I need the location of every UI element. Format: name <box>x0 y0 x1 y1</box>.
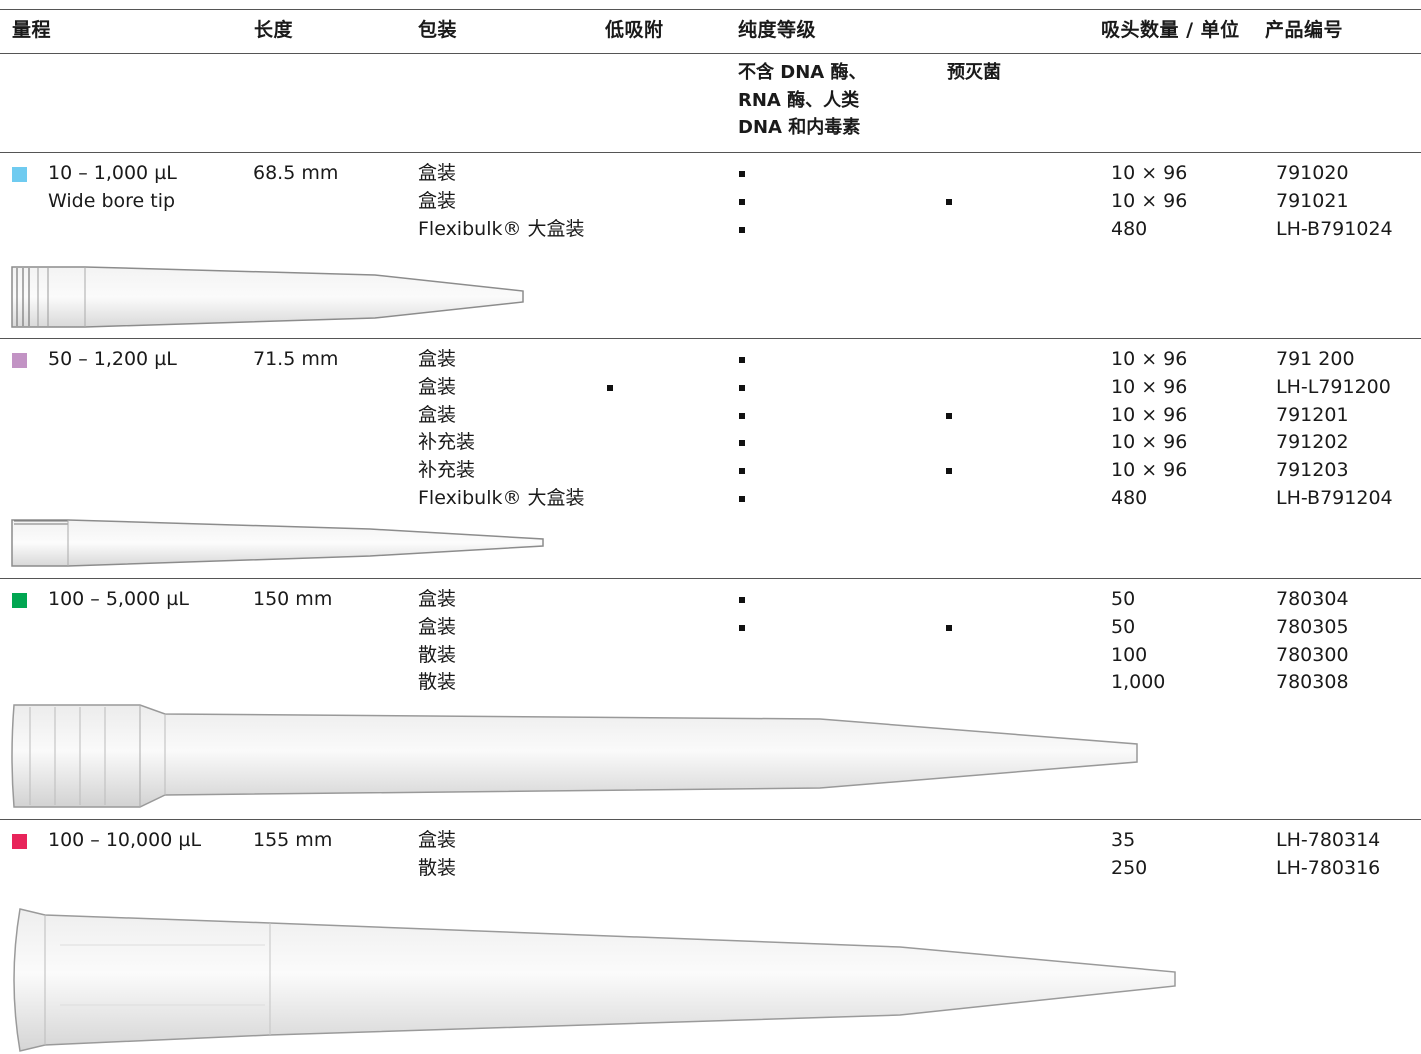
pipette-tip-5000-icon <box>11 704 1138 808</box>
order-number-value: 780304 <box>1276 588 1349 610</box>
purity-free-bullet <box>739 496 745 502</box>
tips-per-unit-value: 1,000 <box>1111 671 1166 694</box>
header-packaging: 包装 <box>418 19 458 41</box>
length-value: 68.5 mm <box>253 162 339 184</box>
presterilized-bullet <box>946 198 952 205</box>
packaging-value: 盒装 <box>418 615 457 638</box>
tips-per-unit-value: 480 <box>1111 487 1148 509</box>
packaging-value: 补充装 <box>418 459 476 482</box>
packaging-value: 散装 <box>418 643 457 666</box>
tips-per-unit-value: 10 × 96 <box>1111 189 1188 212</box>
subheader-purity-free-line3: DNA 和内毒素 <box>738 117 861 138</box>
packaging-value: 盒装 <box>418 403 457 426</box>
tips-per-unit-value: 480 <box>1111 217 1148 240</box>
packaging-value: 散装 <box>418 856 457 879</box>
packaging-value: 盒装 <box>418 588 457 610</box>
low-retention-bullet <box>607 384 613 391</box>
range-label: 100 – 10,000 µL <box>48 829 202 851</box>
order-number-value: 791203 <box>1276 459 1349 482</box>
pipette-tip-1200-icon <box>11 519 544 567</box>
order-number-value: 780300 <box>1276 643 1349 666</box>
packaging-value: 盒装 <box>418 375 457 398</box>
packaging-value: 补充装 <box>418 431 476 454</box>
group-rule <box>0 578 1421 579</box>
range-color-swatch <box>12 353 27 368</box>
order-number-value: 791202 <box>1276 431 1349 454</box>
purity-free-bullet <box>739 198 745 205</box>
range-label: 10 – 1,000 µL <box>48 162 177 184</box>
group-rule <box>0 152 1421 153</box>
tips-per-unit-value: 35 <box>1111 829 1136 851</box>
pipette-tip-1000-icon <box>11 266 524 328</box>
header-purity: 纯度等级 <box>738 19 817 41</box>
range-color-swatch <box>12 167 27 182</box>
order-number-value: 791 200 <box>1276 348 1355 370</box>
packaging-value: 散装 <box>418 671 457 694</box>
tips-per-unit-value: 10 × 96 <box>1111 375 1188 398</box>
purity-free-bullet <box>739 171 745 177</box>
purity-free-bullet <box>739 624 745 631</box>
purity-free-bullet <box>739 468 745 475</box>
presterilized-bullet <box>946 412 952 419</box>
order-number-value: LH-780314 <box>1276 829 1381 851</box>
length-value: 150 mm <box>253 588 333 610</box>
subheader-purity-free: 不含 DNA 酶、 RNA 酶、人类 DNA 和内毒素 <box>738 59 866 142</box>
length-value: 71.5 mm <box>253 348 339 370</box>
tips-per-unit-value: 10 × 96 <box>1111 348 1188 370</box>
purity-free-bullet <box>739 597 745 603</box>
purity-free-bullet <box>739 440 745 447</box>
packaging-value: 盒装 <box>418 348 457 370</box>
order-number-value: 791021 <box>1276 189 1349 212</box>
subheader-purity-free-line2: RNA 酶、人类 <box>738 89 860 111</box>
group-rule <box>0 338 1421 339</box>
header-range: 量程 <box>12 19 52 41</box>
subheader-presterilized: 预灭菌 <box>947 62 1001 83</box>
order-number-value: LH-L791200 <box>1276 375 1391 398</box>
order-number-value: 780308 <box>1276 671 1349 694</box>
tips-per-unit-value: 10 × 96 <box>1111 403 1188 426</box>
subheader-purity-free-line1: 不含 DNA 酶、 <box>738 62 867 83</box>
table-top-rule <box>0 9 1421 10</box>
header-length: 长度 <box>254 19 294 41</box>
length-value: 155 mm <box>253 829 333 851</box>
pipette-tip-10000-icon <box>13 908 1176 1052</box>
header-tips-per-unit: 吸头数量 / 单位 <box>1101 19 1240 41</box>
tips-per-unit-value: 100 <box>1111 643 1148 666</box>
order-number-value: 791201 <box>1276 403 1349 426</box>
group-rule <box>0 819 1421 820</box>
order-number-value: 780305 <box>1276 615 1349 638</box>
packaging-value: Flexibulk® 大盒装 <box>418 217 585 240</box>
order-number-value: LH-B791204 <box>1276 487 1393 509</box>
header-rule <box>0 53 1421 54</box>
presterilized-bullet <box>946 624 952 631</box>
presterilized-bullet <box>946 468 952 475</box>
order-number-value: LH-B791024 <box>1276 217 1393 240</box>
packaging-value: 盒装 <box>418 162 457 184</box>
range-color-swatch <box>12 593 27 608</box>
order-number-value: 791020 <box>1276 162 1349 184</box>
purity-free-bullet <box>739 357 745 363</box>
range-sublabel: Wide bore tip <box>48 189 176 212</box>
packaging-value: 盒装 <box>418 189 457 212</box>
tips-per-unit-value: 250 <box>1111 856 1148 879</box>
tips-per-unit-value: 50 <box>1111 588 1136 610</box>
packaging-value: Flexibulk® 大盒装 <box>418 487 585 509</box>
range-color-swatch <box>12 834 27 849</box>
range-label: 50 – 1,200 µL <box>48 348 177 370</box>
purity-free-bullet <box>739 384 745 391</box>
tips-per-unit-value: 50 <box>1111 615 1136 638</box>
order-number-value: LH-780316 <box>1276 856 1381 879</box>
purity-free-bullet <box>739 226 745 233</box>
packaging-value: 盒装 <box>418 829 457 851</box>
header-order-no: 产品编号 <box>1265 19 1344 41</box>
tips-per-unit-value: 10 × 96 <box>1111 162 1188 184</box>
tips-per-unit-value: 10 × 96 <box>1111 431 1188 454</box>
header-low-retention: 低吸附 <box>605 19 664 41</box>
range-label: 100 – 5,000 µL <box>48 588 189 610</box>
tips-per-unit-value: 10 × 96 <box>1111 459 1188 482</box>
purity-free-bullet <box>739 412 745 419</box>
